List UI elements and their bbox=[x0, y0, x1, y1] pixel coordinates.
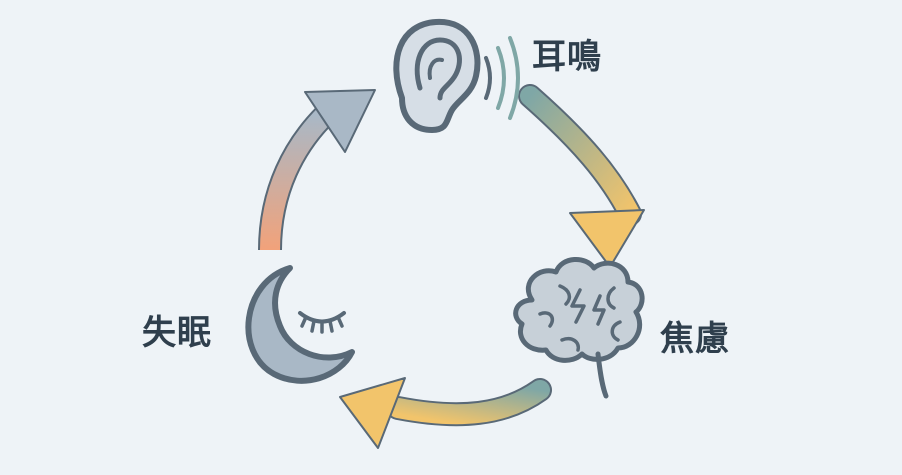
arrow-tinnitus-to-anxiety bbox=[518, 84, 645, 268]
sound-wave bbox=[508, 36, 520, 120]
crescent-moon-closed-eye-icon bbox=[245, 265, 355, 384]
lightning-mark bbox=[570, 288, 586, 324]
brain-icon bbox=[513, 257, 645, 399]
anxiety-label: 焦慮 bbox=[660, 319, 730, 359]
eyelash bbox=[328, 319, 334, 333]
arrowhead bbox=[569, 209, 645, 268]
arrow-body-fill bbox=[260, 107, 333, 251]
eyelash bbox=[310, 319, 316, 333]
eyelash bbox=[336, 315, 344, 328]
arrow-body-fill bbox=[388, 380, 550, 425]
arrow-anxiety-to-insomnia bbox=[339, 377, 552, 449]
sound-wave bbox=[496, 46, 506, 110]
arrow-body-fill bbox=[520, 86, 640, 224]
insomnia-label: 失眠 bbox=[142, 313, 212, 353]
sound-wave bbox=[484, 56, 492, 100]
lightning-mark bbox=[592, 294, 606, 326]
eyelash bbox=[300, 315, 308, 328]
arrowhead bbox=[304, 89, 376, 153]
tinnitus-label: 耳鳴 bbox=[532, 37, 602, 77]
arrowhead bbox=[339, 377, 406, 449]
arrow-insomnia-to-tinnitus bbox=[258, 89, 376, 251]
ear-icon bbox=[393, 18, 520, 133]
